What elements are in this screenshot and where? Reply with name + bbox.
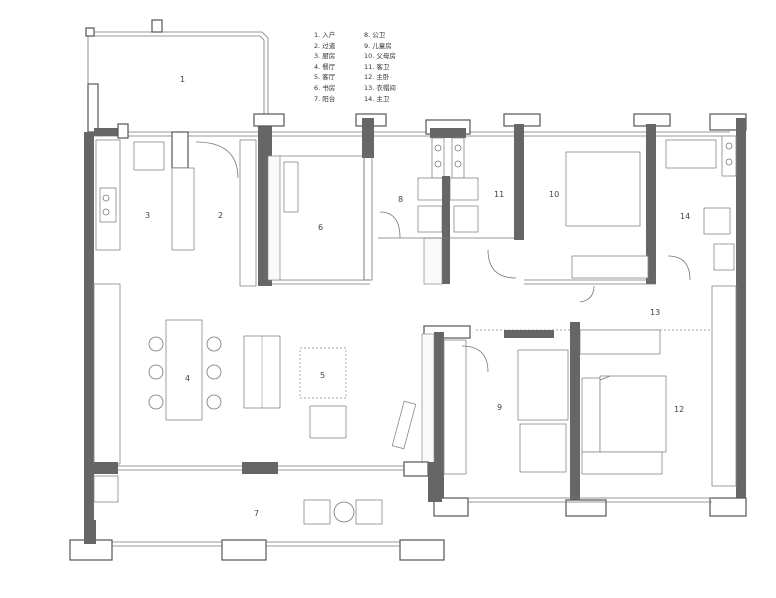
room-label-8: 8 [398, 195, 403, 204]
children-master-wall [468, 322, 712, 517]
bathrooms [378, 119, 520, 285]
top-walls [94, 123, 730, 169]
room-label-11: 11 [494, 190, 504, 199]
room-label-6: 6 [318, 223, 323, 232]
children-room [421, 325, 569, 517]
room-label-5: 5 [320, 371, 325, 380]
legend-item: 11. 客卫 [364, 62, 390, 71]
legend-item: 1. 入户 [314, 31, 336, 39]
legend-item: 4. 餐厅 [314, 62, 336, 71]
room-labels: 1 2 3 4 5 6 7 8 9 10 11 12 13 14 [145, 75, 690, 518]
room-label-2: 2 [218, 211, 223, 220]
room-label-1: 1 [180, 75, 185, 84]
room-label-9: 9 [497, 403, 502, 412]
living [243, 335, 417, 450]
room-label-10: 10 [549, 190, 559, 199]
legend-item: 12. 主卧 [364, 73, 390, 82]
legend-item: 7. 阳台 [314, 94, 336, 103]
kitchen [95, 139, 239, 251]
dressing-room [476, 285, 712, 355]
legend-item: 5. 客厅 [314, 73, 336, 82]
entrance-outline [85, 19, 269, 133]
right-exterior-wall [709, 284, 747, 517]
legend-item: 8. 公卫 [364, 31, 386, 39]
study-walls [239, 113, 370, 287]
master-bath [665, 113, 747, 288]
parents-room [503, 113, 671, 285]
room-label-14: 14 [680, 212, 690, 221]
legend-item: 2. 过道 [314, 41, 336, 50]
master-bedroom [581, 375, 667, 475]
legend-item: 10. 父母房 [364, 52, 396, 61]
legend-item: 13. 衣帽间 [364, 83, 396, 92]
legend-item: 6. 书房 [314, 83, 336, 92]
balcony [69, 461, 445, 561]
room-label-7: 7 [254, 509, 259, 518]
room-label-3: 3 [145, 211, 150, 220]
column-study-right [355, 113, 387, 281]
legend-item: 3. 厨房 [314, 52, 336, 61]
legend-item: 14. 主卫 [364, 94, 390, 103]
room-label-12: 12 [674, 405, 684, 414]
dining [148, 319, 222, 421]
legend-col-2: 8. 公卫 9. 儿童房 10. 父母房 11. 客卫 12. 主卧 13. 衣… [364, 30, 396, 104]
legend-col-1: 1. 入户 2. 过道 3. 厨房 4. 餐厅 5. 客厅 6. 书房 7. 阳… [314, 30, 335, 104]
room-label-4: 4 [185, 374, 190, 383]
legend-item: 9. 儿童房 [364, 41, 392, 50]
room-label-13: 13 [650, 308, 660, 317]
